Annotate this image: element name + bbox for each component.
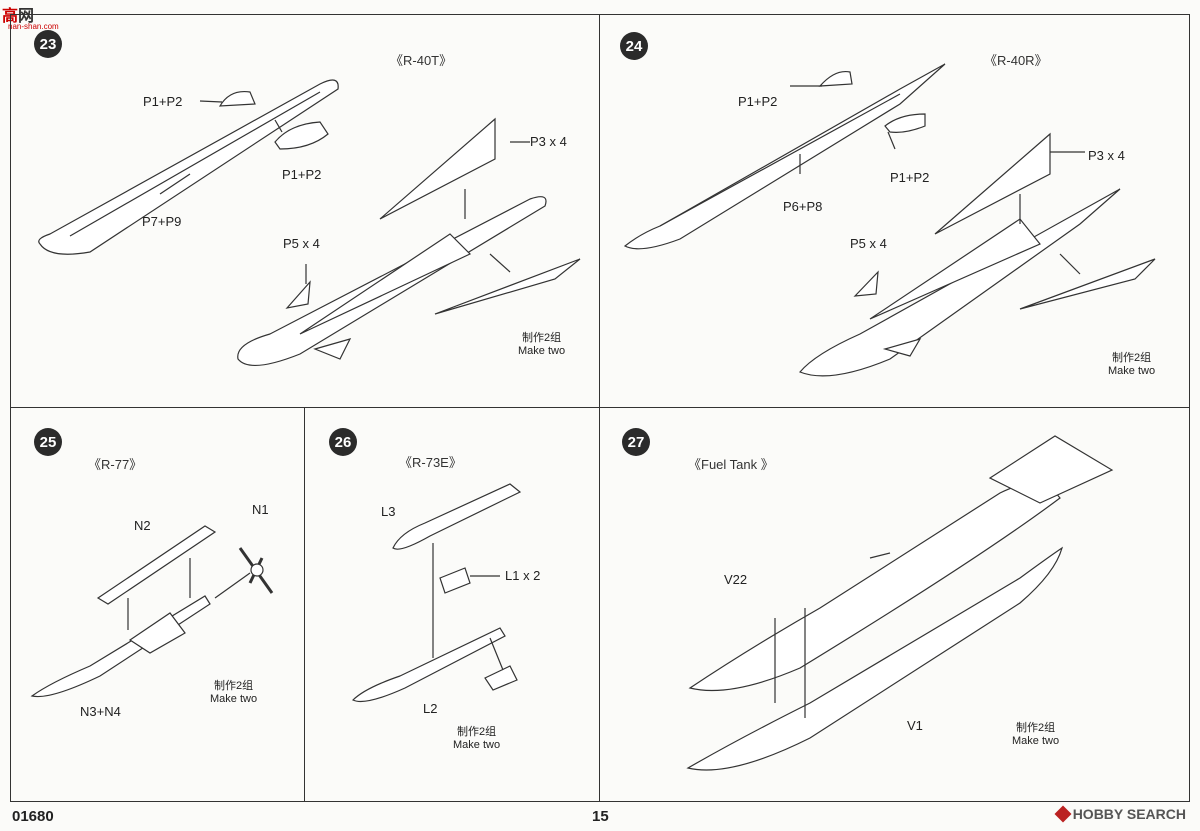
step-title: 《Fuel Tank 》 bbox=[688, 457, 774, 472]
step-number: 26 bbox=[329, 428, 357, 456]
step-title: 《R-40T》 bbox=[390, 53, 453, 68]
part-label: P1+P2 bbox=[890, 170, 930, 185]
step-number: 27 bbox=[622, 428, 650, 456]
missile-r77-drawing bbox=[30, 525, 274, 698]
source-watermark: HOBBY SEARCH bbox=[1054, 805, 1186, 823]
missile-r40r-drawing bbox=[623, 63, 1156, 377]
step-23-panel: 23 《R-40T》 P1+P2 P1+P2 P7+P9 P3 x 4 P5 x… bbox=[10, 14, 600, 408]
part-label: P6+P8 bbox=[783, 199, 823, 214]
step-title: 《R-77》 bbox=[88, 457, 143, 472]
part-label: L1 x 2 bbox=[505, 568, 541, 583]
part-label: P1+P2 bbox=[738, 94, 778, 109]
part-label: L3 bbox=[381, 504, 396, 519]
step-number: 24 bbox=[620, 32, 648, 60]
page-number: 15 bbox=[592, 808, 609, 825]
watermark-url: nan-shan.com bbox=[8, 22, 59, 31]
part-label: P1+P2 bbox=[282, 167, 322, 182]
part-label: P3 x 4 bbox=[530, 134, 567, 149]
step-number: 25 bbox=[34, 428, 62, 456]
instruction-page bbox=[10, 14, 1190, 802]
fuel-tank-drawing bbox=[686, 435, 1114, 771]
part-label: N1 bbox=[252, 502, 269, 517]
missile-r40t-drawing bbox=[38, 79, 581, 367]
part-label: P5 x 4 bbox=[283, 236, 320, 251]
product-code: 01680 bbox=[12, 808, 54, 825]
part-label: P3 x 4 bbox=[1088, 148, 1125, 163]
part-label: V22 bbox=[724, 572, 748, 587]
part-label: N2 bbox=[134, 518, 151, 533]
hobby-search-logo-icon bbox=[1054, 805, 1072, 823]
step-title: 《R-73E》 bbox=[399, 455, 462, 470]
part-label: P7+P9 bbox=[142, 214, 182, 229]
step-title: 《R-40R》 bbox=[984, 53, 1048, 68]
missile-r73e-drawing bbox=[351, 483, 522, 703]
step-24-panel: 24 《R-40R》 P1+P2 P1+P2 P6+P8 P3 x 4 P5 x… bbox=[600, 14, 1190, 408]
step-number: 23 bbox=[34, 30, 62, 58]
part-label: V1 bbox=[907, 718, 923, 733]
part-label: L2 bbox=[423, 701, 438, 716]
part-label: P5 x 4 bbox=[850, 236, 887, 251]
part-label: N3+N4 bbox=[80, 704, 121, 719]
part-label: P1+P2 bbox=[143, 94, 183, 109]
